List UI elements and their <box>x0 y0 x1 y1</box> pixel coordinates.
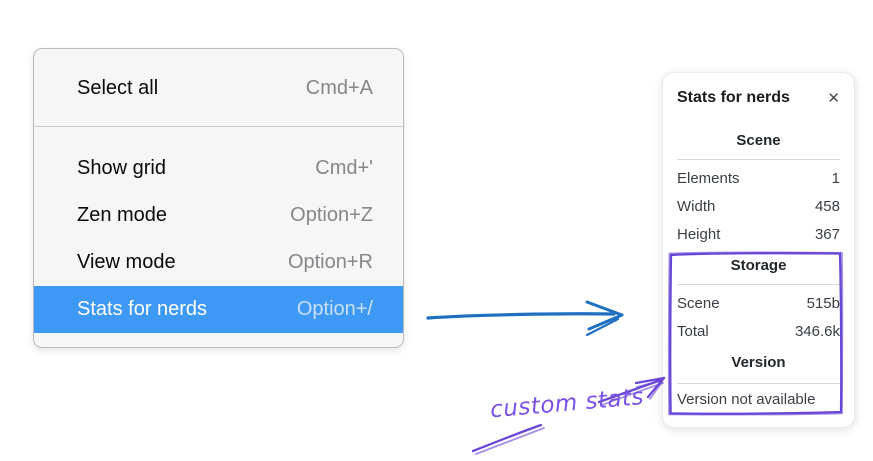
stats-panel: Stats for nerds ✕ Scene Elements 1 Width… <box>662 72 855 428</box>
stat-value: 346.6k <box>794 322 840 340</box>
version-note: Version not available <box>677 391 816 408</box>
stat-row-elements: Elements 1 <box>677 164 840 192</box>
stat-row-width: Width 458 <box>677 192 840 220</box>
storage-rows: Scene 515b Total 346.6k <box>677 289 840 345</box>
stat-row-scene-size: Scene 515b <box>677 289 840 317</box>
stat-row-total-size: Total 346.6k <box>677 317 840 345</box>
stat-label: Scene <box>677 294 720 312</box>
menu-item-label: Show grid <box>77 157 166 179</box>
menu-item-label: Stats for nerds <box>77 298 208 320</box>
scene-rows: Elements 1 Width 458 Height 367 <box>677 164 840 248</box>
section-heading-scene: Scene <box>736 132 781 149</box>
section-rule <box>677 284 840 285</box>
section-heading-version: Version <box>731 354 786 371</box>
context-menu: Select all Cmd+A Show grid Cmd+' Zen mod… <box>33 48 404 348</box>
close-icon[interactable]: ✕ <box>827 89 840 107</box>
menu-item-select-all[interactable]: Select all Cmd+A <box>34 65 403 112</box>
stat-value: 367 <box>814 225 840 243</box>
blue-arrow <box>426 300 624 337</box>
stat-label: Width <box>677 197 716 215</box>
stat-value: 458 <box>814 197 840 215</box>
menu-item-view-mode[interactable]: View mode Option+R <box>34 239 403 286</box>
section-heading-storage: Storage <box>730 257 787 274</box>
stat-value: 1 <box>831 169 840 187</box>
menu-item-shortcut: Option+R <box>287 251 373 273</box>
section-rule <box>677 383 840 384</box>
custom-stats-label: custom stats <box>489 384 645 424</box>
stat-row-height: Height 367 <box>677 220 840 248</box>
menu-item-zen-mode[interactable]: Zen mode Option+Z <box>34 192 403 239</box>
menu-separator <box>34 126 403 127</box>
menu-item-shortcut: Option+/ <box>296 298 373 320</box>
stats-panel-title: Stats for nerds <box>677 89 790 106</box>
section-rule <box>677 159 840 160</box>
menu-item-shortcut: Cmd+' <box>315 157 373 179</box>
menu-item-label: Zen mode <box>77 204 168 226</box>
menu-item-show-grid[interactable]: Show grid Cmd+' <box>34 145 403 192</box>
menu-item-label: Select all <box>77 77 159 99</box>
menu-item-stats-for-nerds[interactable]: Stats for nerds Option+/ <box>34 286 403 333</box>
stat-value: 515b <box>806 294 840 312</box>
stat-label: Elements <box>677 169 740 187</box>
menu-item-shortcut: Cmd+A <box>305 77 373 99</box>
menu-item-label: View mode <box>77 251 176 273</box>
stats-panel-header: Stats for nerds ✕ <box>677 89 840 107</box>
stat-label: Total <box>677 322 709 340</box>
stat-label: Height <box>677 225 721 243</box>
menu-item-shortcut: Option+Z <box>290 204 373 226</box>
